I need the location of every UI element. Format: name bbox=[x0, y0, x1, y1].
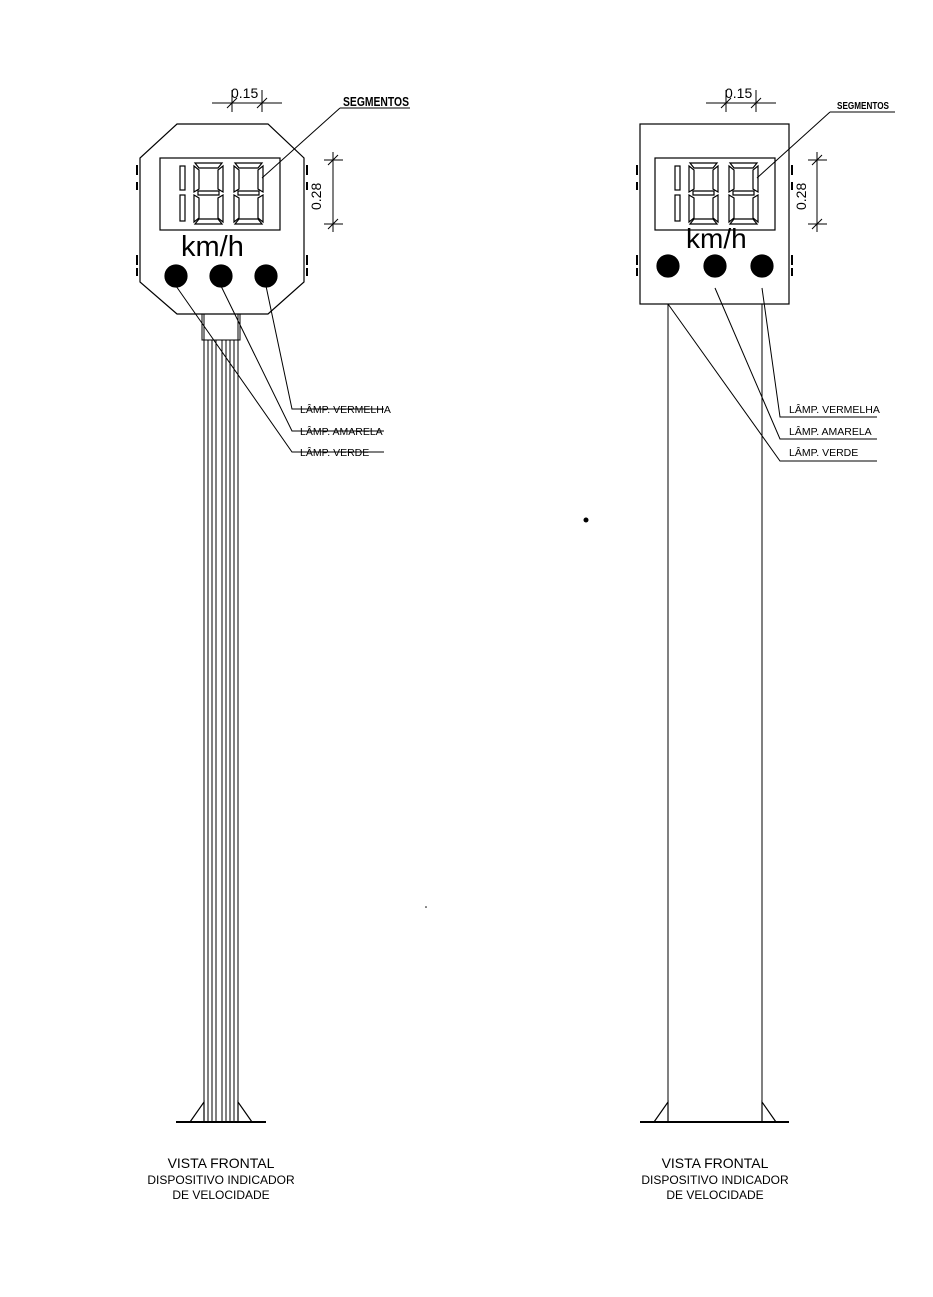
right-lamp-yellow bbox=[703, 254, 727, 278]
right-segments-label: SEGMENTOS bbox=[837, 101, 889, 112]
right-housing bbox=[639, 123, 790, 305]
left-housing bbox=[139, 123, 305, 315]
left-unit-label: km/h bbox=[181, 231, 244, 263]
right-title-line1: VISTA FRONTAL bbox=[662, 1155, 769, 1171]
right-dim-height bbox=[808, 152, 827, 232]
right-lamp-red bbox=[750, 254, 774, 278]
left-callout-yellow-label: LÂMP. AMARELA bbox=[300, 425, 383, 438]
right-device bbox=[636, 90, 895, 1123]
left-base bbox=[176, 1100, 266, 1123]
left-lamp-yellow bbox=[209, 264, 233, 288]
right-digit-3 bbox=[728, 162, 759, 225]
left-callout-green-label: LÂMP. VERDE bbox=[300, 446, 369, 459]
right-title-line2: DISPOSITIVO INDICADOR bbox=[641, 1173, 789, 1187]
left-dim-height bbox=[324, 152, 343, 232]
right-digit-2 bbox=[688, 162, 719, 225]
left-housing-side-marks bbox=[136, 165, 308, 276]
left-lamp-green bbox=[164, 264, 188, 288]
right-display-window bbox=[654, 157, 776, 231]
left-digit-2 bbox=[193, 162, 224, 225]
right-dim-width bbox=[706, 90, 776, 112]
left-digit-1 bbox=[179, 165, 186, 222]
right-lamp-green bbox=[656, 254, 680, 278]
right-title-line3: DE VELOCIDADE bbox=[666, 1188, 763, 1202]
right-housing-side-marks bbox=[636, 165, 793, 276]
left-segments-label: SEGMENTOS bbox=[343, 95, 409, 109]
left-title-line3: DE VELOCIDADE bbox=[172, 1188, 269, 1202]
left-digit-3 bbox=[233, 162, 264, 225]
left-title-line2: DISPOSITIVO INDICADOR bbox=[147, 1173, 295, 1187]
right-pole bbox=[667, 304, 763, 1122]
scan-speck bbox=[425, 906, 427, 908]
right-callout-green-label: LÂMP. VERDE bbox=[789, 446, 858, 459]
right-dim-height-label: 0.28 bbox=[793, 183, 809, 210]
right-base bbox=[640, 1100, 789, 1123]
right-callout-leaders bbox=[667, 111, 895, 462]
scan-speck bbox=[583, 517, 589, 523]
left-dim-width bbox=[212, 90, 282, 112]
right-unit-label: km/h bbox=[686, 223, 747, 254]
left-callout-red-label: LÂMP. VERMELHA bbox=[300, 403, 391, 416]
left-callout-leaders bbox=[175, 107, 410, 453]
left-dim-height-label: 0.28 bbox=[308, 183, 324, 210]
right-dim-width-label: 0.15 bbox=[725, 85, 752, 101]
left-display-window bbox=[159, 157, 281, 231]
right-callout-red-label: LÂMP. VERMELHA bbox=[789, 403, 880, 416]
left-device bbox=[136, 90, 410, 1123]
right-digit-1 bbox=[674, 165, 681, 222]
left-pole bbox=[201, 313, 241, 1122]
left-dim-width-label: 0.15 bbox=[231, 85, 258, 101]
right-callout-yellow-label: LÂMP. AMARELA bbox=[789, 425, 872, 438]
left-title-line1: VISTA FRONTAL bbox=[168, 1155, 275, 1171]
left-lamp-red bbox=[254, 264, 278, 288]
